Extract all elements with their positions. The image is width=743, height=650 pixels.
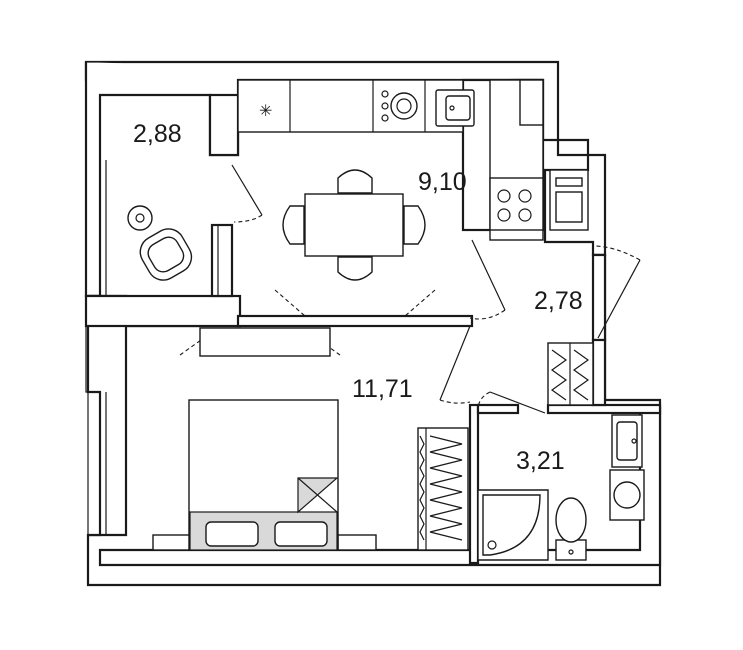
chair-icon [282,205,305,245]
washbasin-icon [611,414,643,468]
room-area-balcony: 2,88 [133,120,182,148]
kitchen-units: ✳ [237,79,589,241]
room-area-bedroom: 11,71 [352,375,413,403]
side-table-icon [127,205,153,231]
fridge-icon: ✳ [259,101,272,120]
room-labels: 2,88 9,10 2,78 11,71 3,21 [133,120,583,475]
washing-machine-icon [609,469,645,521]
pillow-icon [274,521,328,547]
outer-contour [85,61,661,586]
tv-unit [199,327,331,357]
balcony-furniture [127,164,263,281]
bathroom-fixtures [477,414,645,561]
chair-icon [337,169,373,194]
sink-icon [435,89,475,127]
chair-icon [403,205,426,245]
stove-icon [489,177,544,231]
dining-table [282,169,426,281]
oven-icon [549,169,589,231]
shower-icon [482,494,541,556]
toilet-icon [555,497,587,561]
pillow-icon [205,521,259,547]
room-area-bathroom: 3,21 [516,447,565,475]
room-area-hallway: 2,78 [534,287,583,315]
hallway-doors [439,239,641,414]
armchair-icon [139,228,193,281]
bedroom-wardrobe [417,427,469,551]
hallway-wardrobe [547,342,594,406]
washer-icon [381,90,418,122]
room-area-kitchen: 9,10 [418,168,467,196]
chair-icon [337,256,373,281]
double-bed [152,399,377,551]
